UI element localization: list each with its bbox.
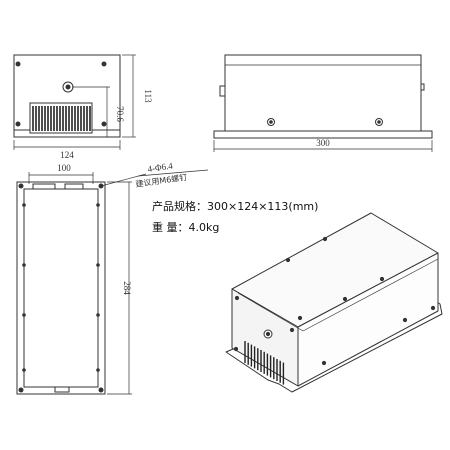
iso-screw: [289, 327, 295, 333]
spec-weight-label: 重 量：: [152, 221, 189, 234]
iso-edge-line: [302, 258, 439, 332]
front-width-label: 124: [60, 150, 74, 160]
hole-note-underline: [137, 169, 209, 177]
front-view-screw: [101, 61, 107, 67]
side-view-rear-plug: [420, 83, 425, 91]
top-view-screw: [96, 203, 100, 207]
iso-screw: [402, 317, 408, 323]
iso-screw: [321, 360, 327, 366]
top-view-screw: [22, 263, 26, 267]
spec-size-label: 产品规格：: [152, 200, 207, 213]
iso-edge-line: [237, 292, 304, 332]
side-view-screw-center: [377, 120, 381, 124]
iso-side-face: [297, 252, 439, 387]
spec-weight-row: 重 量： 4.0kg: [152, 217, 318, 238]
side-view-screw-center: [269, 120, 273, 124]
top-view-rear-tab: [54, 386, 70, 393]
top-view-screw: [22, 368, 26, 372]
iso-screw: [379, 276, 385, 282]
front-height-label: 113: [143, 89, 153, 103]
side-view-screw: [267, 118, 275, 126]
mounting-hole: [18, 387, 24, 393]
top-length-label: 284: [122, 281, 132, 295]
hole-note-spec: 4-Φ6.4: [147, 160, 174, 173]
side-view-body: [224, 54, 422, 132]
iso-screw: [285, 257, 291, 263]
top-view-port: [32, 183, 56, 190]
spec-weight-value: 4.0kg: [188, 221, 220, 234]
iso-screw: [430, 305, 436, 311]
top-view-screws: [22, 203, 100, 372]
top-view-screw: [22, 203, 26, 207]
front-view: [13, 54, 136, 150]
front-offset-label: 70.6: [115, 106, 125, 122]
front-view-screw: [101, 121, 107, 127]
iso-heat-sink-fins: [244, 341, 285, 385]
spec-size-row: 产品规格： 300×124×113(mm): [152, 196, 318, 217]
front-view-screw: [15, 121, 21, 127]
iso-fiber-port-core: [265, 331, 271, 337]
side-view-connector: [219, 85, 226, 97]
top-width-label: 100: [57, 163, 71, 173]
top-view-screw: [96, 263, 100, 267]
iso-screw: [233, 346, 239, 352]
side-length-label: 300: [316, 138, 330, 148]
top-view: [16, 169, 209, 395]
top-view-port: [64, 183, 84, 190]
spec-size-value: 300×124×113(mm): [207, 200, 319, 213]
side-view-base-plate: [213, 130, 433, 139]
hole-note-screw: 建议用M6螺钉: [135, 172, 188, 189]
iso-screw: [322, 236, 328, 242]
front-view-screw: [15, 61, 21, 67]
top-view-screw: [96, 313, 100, 317]
side-view-screw: [375, 118, 383, 126]
mounting-hole: [98, 387, 104, 393]
iso-screw: [234, 295, 240, 301]
spec-panel: 产品规格： 300×124×113(mm) 重 量： 4.0kg: [152, 196, 318, 238]
fiber-port-core: [65, 84, 71, 90]
mounting-hole: [18, 183, 24, 189]
top-view-body: [23, 188, 99, 388]
side-view: [213, 54, 433, 152]
top-view-screw: [96, 368, 100, 372]
heat-sink-fins: [32, 106, 91, 131]
isometric-view: [225, 212, 443, 393]
top-view-screw: [22, 313, 26, 317]
iso-screw: [297, 315, 303, 321]
iso-screw: [342, 296, 348, 302]
